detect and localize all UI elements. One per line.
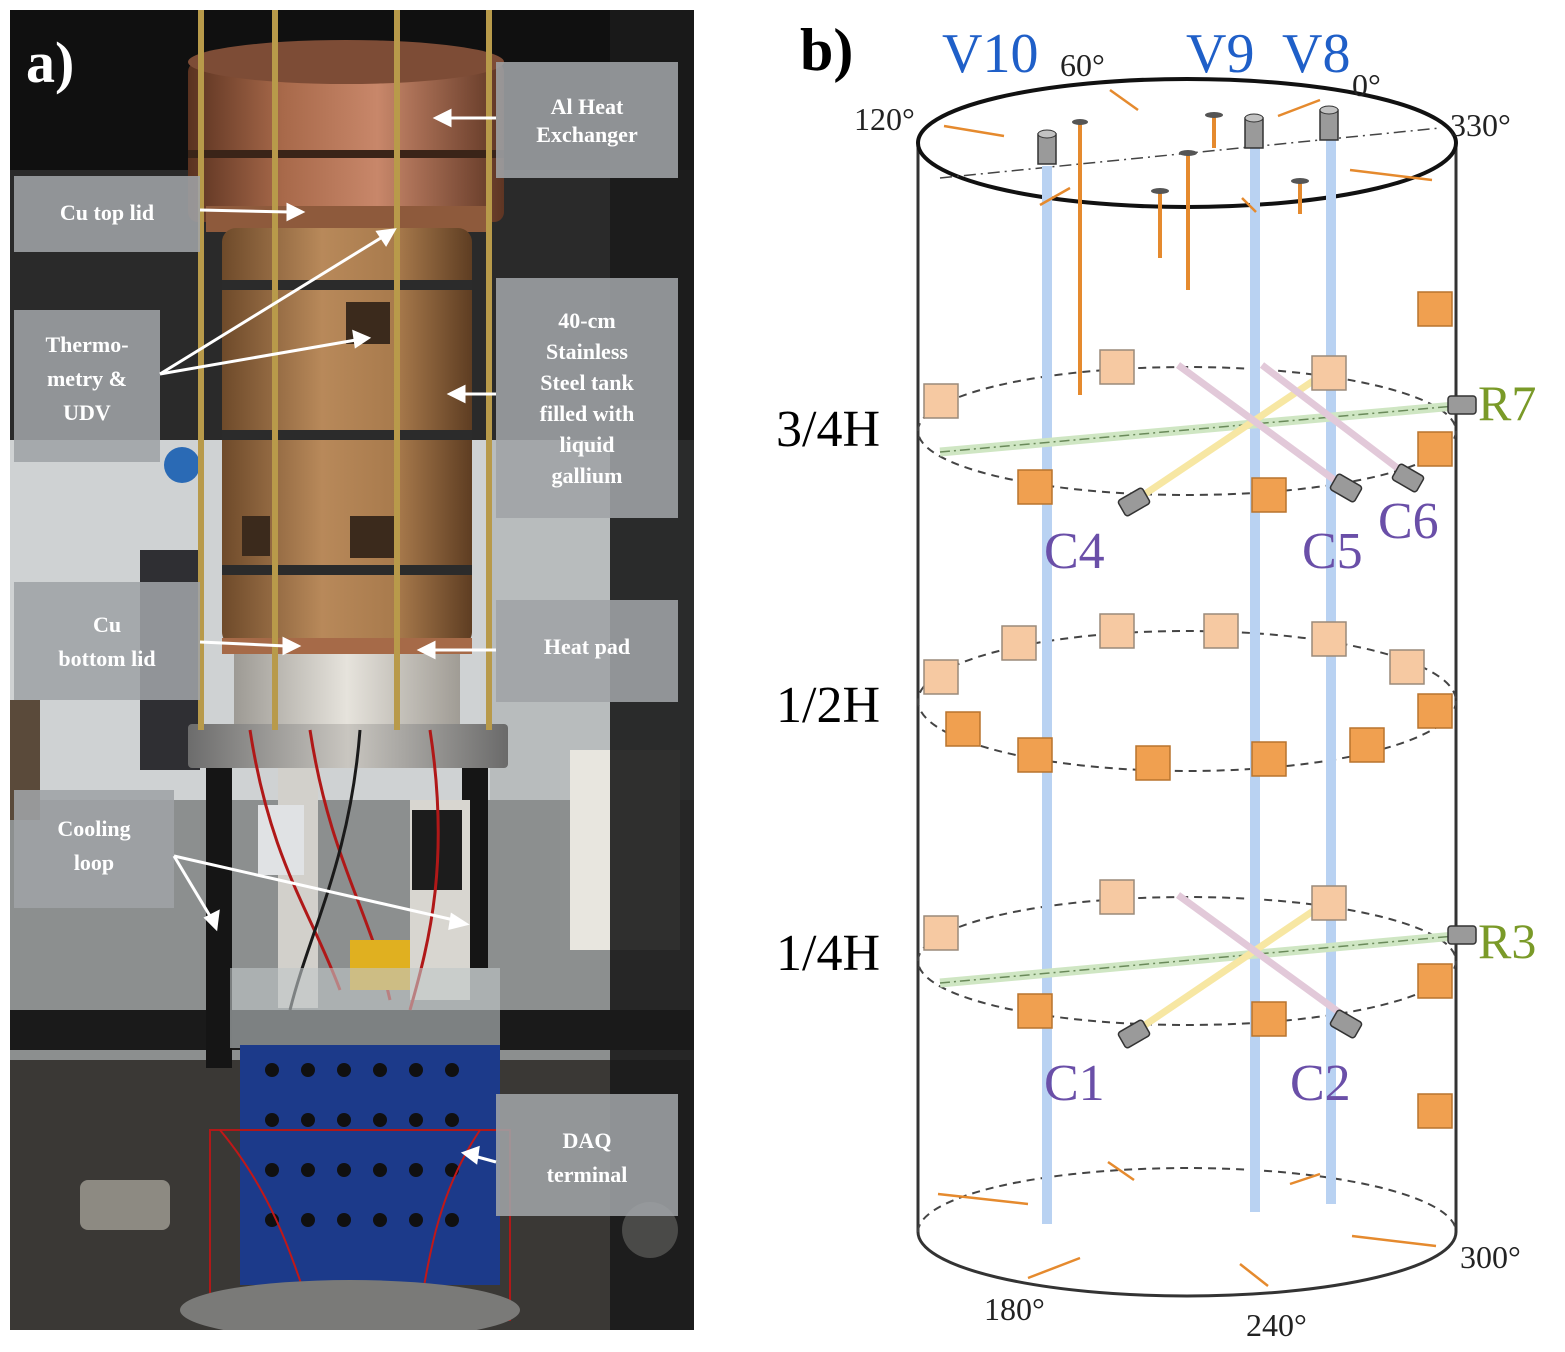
label-thermometry-line-3: UDV	[63, 400, 111, 425]
angle-ticks	[937, 88, 1437, 1287]
panel-a-tag: a)	[26, 30, 74, 95]
cylinder-bottom-back	[917, 1167, 1457, 1233]
beam-v9	[1250, 146, 1260, 1212]
label-cu-bottom-lid-line-1: Cu	[93, 612, 121, 637]
udv-transducers-top	[1037, 105, 1339, 165]
label-angle-60: 60°	[1060, 47, 1105, 83]
label-angle-330: 330°	[1450, 107, 1511, 143]
label-v9: V9	[1186, 23, 1254, 85]
beam-r3	[939, 931, 1456, 988]
cylinder-bottom-front	[916, 1231, 1458, 1298]
annotation-arrows	[159, 108, 497, 1165]
beam-v8	[1326, 136, 1336, 1204]
label-c6: C6	[1378, 493, 1439, 550]
label-thermometry-line-2: metry &	[47, 366, 127, 391]
label-height-1-2h: 1/2H	[776, 677, 880, 734]
label-daq-line-2: terminal	[547, 1162, 628, 1187]
label-c1: C1	[1044, 1055, 1105, 1112]
label-cooling-loop-line-1: Cooling	[57, 816, 130, 841]
label-angle-180: 180°	[984, 1291, 1045, 1327]
beam-r7	[939, 401, 1456, 457]
beam-v10	[1042, 166, 1052, 1224]
label-angle-120: 120°	[854, 101, 915, 137]
label-angle-0: 0°	[1352, 67, 1381, 103]
label-r3: R3	[1478, 913, 1536, 969]
label-tank-line-1: 40-cm	[558, 308, 615, 333]
udv-transducers-side	[1117, 395, 1477, 1049]
label-cooling-loop-line-2: loop	[74, 850, 114, 875]
top-wire-probes	[1078, 116, 1302, 395]
label-tank-line-5: liquid	[559, 432, 614, 457]
level-3-4h-ellipse	[917, 366, 1457, 496]
beam-c1	[1140, 900, 1327, 1030]
level-1-2h-ellipse	[917, 630, 1457, 772]
label-r7: R7	[1478, 375, 1536, 431]
label-thermometry-line-1: Thermo-	[45, 332, 128, 357]
top-wire-caps	[1072, 112, 1309, 194]
panel-b-tag: b)	[800, 17, 853, 83]
label-daq-line-1: DAQ	[563, 1128, 612, 1153]
label-daq: DAQ terminal	[496, 1094, 678, 1216]
label-tank: 40-cm Stainless Steel tank filled with l…	[496, 278, 678, 518]
label-cu-top-lid: Cu top lid	[14, 176, 200, 252]
label-c4: C4	[1044, 523, 1105, 580]
label-tank-line-4: filled with	[540, 401, 635, 426]
level-1-4h-ellipse	[917, 896, 1457, 1026]
label-heat-exchanger: Al Heat Exchanger	[496, 62, 678, 178]
label-heat-exchanger-line-2: Exchanger	[536, 122, 638, 147]
label-cu-bottom-lid-line-2: bottom lid	[58, 646, 155, 671]
vertical-beams	[1042, 136, 1336, 1224]
label-tank-line-3: Steel tank	[540, 370, 634, 395]
label-cu-top-lid-line-1: Cu top lid	[60, 200, 154, 225]
label-tank-line-6: gallium	[552, 463, 623, 488]
label-height-3-4h: 3/4H	[776, 401, 880, 458]
label-v10: V10	[942, 23, 1038, 85]
label-cooling-loop: Cooling loop	[14, 790, 174, 908]
beam-c6	[1259, 362, 1403, 473]
label-height-1-4h: 1/4H	[776, 925, 880, 982]
beam-c2	[1175, 892, 1347, 1019]
probe-schematic: b) V10 V9 V8 60° 0° 120° 330° 300° 180° …	[776, 17, 1536, 1343]
label-heat-pad: Heat pad	[496, 600, 678, 702]
label-v8: V8	[1282, 23, 1350, 85]
label-angle-300: 300°	[1460, 1239, 1521, 1275]
label-heat-exchanger-line-1: Al Heat	[551, 94, 624, 119]
label-heat-pad-line-1: Heat pad	[544, 634, 630, 659]
label-angle-240: 240°	[1246, 1307, 1307, 1343]
beam-c5	[1175, 362, 1347, 490]
apparatus-photo: Al Heat Exchanger Cu top lid Thermo- met…	[10, 10, 694, 1330]
label-tank-line-2: Stainless	[546, 339, 628, 364]
label-c2: C2	[1290, 1055, 1351, 1112]
thermistors	[923, 291, 1453, 1129]
label-cu-bottom-lid: Cu bottom lid	[14, 582, 200, 700]
label-thermometry: Thermo- metry & UDV	[14, 310, 160, 462]
label-c5: C5	[1302, 523, 1363, 580]
